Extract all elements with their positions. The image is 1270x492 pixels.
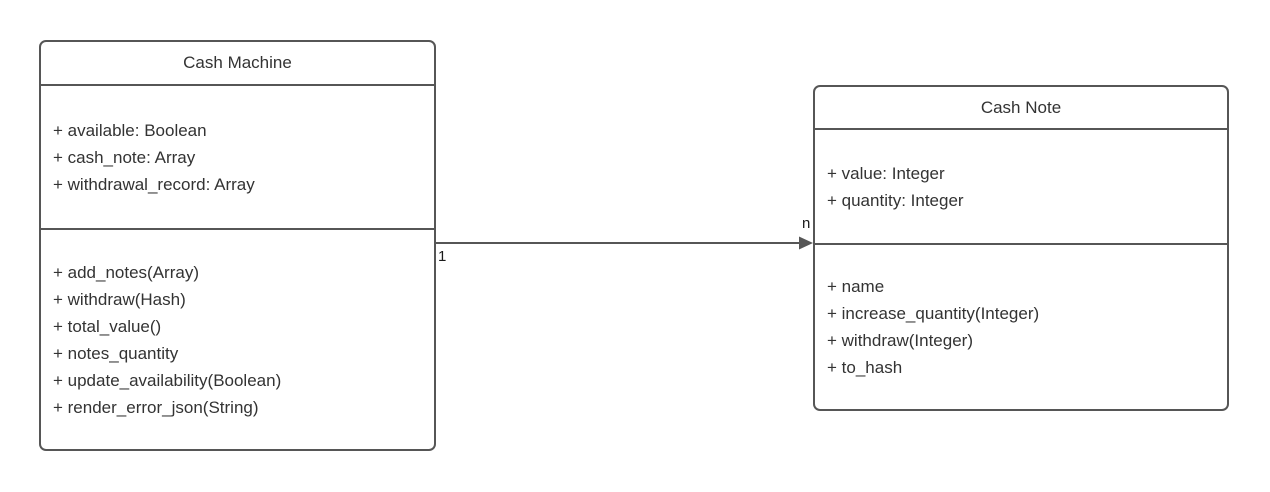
method-row: + name: [827, 277, 885, 296]
attribute-row: + available: Boolean: [53, 120, 207, 140]
cash-note-methods-section: + name + increase_quantity(Integer) + wi…: [815, 245, 1227, 409]
arrowhead-icon: [799, 236, 813, 250]
method-row: + increase_quantity(Integer): [827, 304, 1040, 323]
method-row: + total_value(): [53, 316, 162, 336]
method-row: + withdraw(Hash): [53, 289, 186, 309]
method-row: + to_hash: [827, 358, 903, 377]
class-title-cash-note: Cash Note: [815, 87, 1227, 130]
method-row: + notes_quantity: [53, 343, 179, 363]
class-title-cash-machine: Cash Machine: [41, 42, 434, 86]
multiplicity-source-label: 1: [438, 248, 447, 265]
method-row: + update_availability(Boolean): [53, 370, 282, 390]
method-row: + add_notes(Array): [53, 262, 199, 282]
cash-note-attributes-section: + value: Integer + quantity: Integer: [815, 130, 1227, 245]
cash-machine-attributes-section: + available: Boolean + cash_note: Array …: [41, 86, 434, 230]
attribute-row: + value: Integer: [827, 163, 945, 183]
attribute-row: + cash_note: Array: [53, 147, 196, 167]
class-box-cash-machine[interactable]: Cash Machine + available: Boolean + cash…: [39, 40, 436, 451]
class-box-cash-note[interactable]: Cash Note + value: Integer + quantity: I…: [813, 85, 1229, 411]
attribute-row: + withdrawal_record: Array: [53, 174, 255, 194]
association-arrow[interactable]: [436, 232, 814, 254]
method-row: + withdraw(Integer): [827, 331, 973, 350]
attribute-row: + quantity: Integer: [827, 190, 964, 210]
cash-machine-methods-section: + add_notes(Array) + withdraw(Hash) + to…: [41, 230, 434, 449]
multiplicity-target-label: n: [802, 215, 811, 232]
method-row: + render_error_json(String): [53, 397, 259, 417]
